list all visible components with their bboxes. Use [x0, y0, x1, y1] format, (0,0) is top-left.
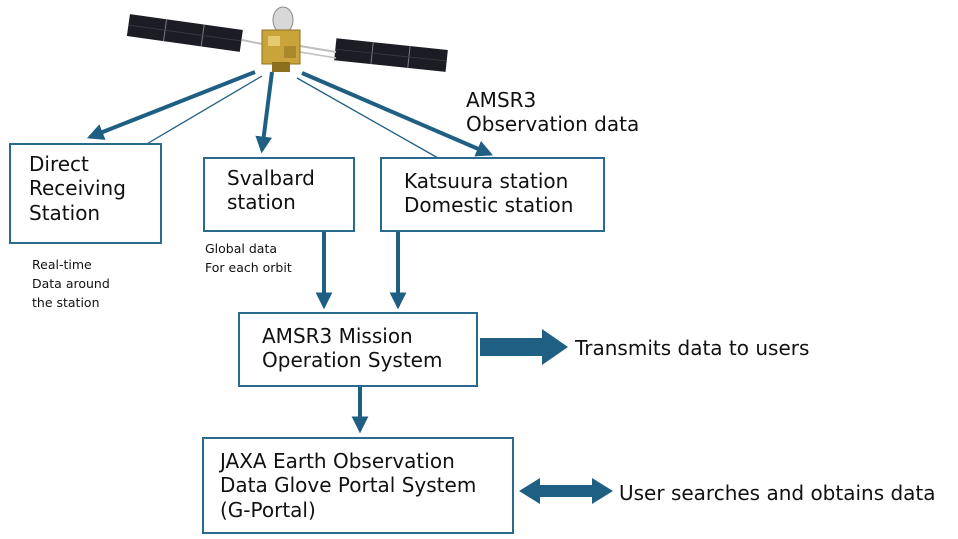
- katsuura-station-box: Katsuura station Domestic station: [380, 157, 605, 232]
- downlink-beam-direct: [144, 75, 263, 146]
- satellite-icon: [126, 6, 448, 72]
- direct-receiving-station-label: Direct Receiving Station: [29, 152, 126, 225]
- svalbard-station-note: Global data For each orbit: [205, 241, 292, 275]
- g-portal-label: JAXA Earth Observation Data Glove Portal…: [220, 449, 477, 522]
- downlink-arrow-direct: [86, 70, 256, 140]
- direct-receiving-station-box: Direct Receiving Station: [9, 143, 162, 244]
- user-search-label: User searches and obtains data: [619, 481, 936, 505]
- katsuura-station-label: Katsuura station Domestic station: [404, 169, 574, 218]
- svalbard-station-label: Svalbard station: [227, 166, 315, 215]
- downlink-beam-katsuura: [296, 77, 439, 159]
- downlink-arrow-svalbard: [255, 71, 274, 154]
- mission-operation-system-label: AMSR3 Mission Operation System: [262, 324, 443, 373]
- downlink-arrows: [86, 70, 494, 159]
- downlink-label: AMSR3 Observation data: [466, 88, 640, 137]
- downlink-arrow-katsuura: [301, 71, 494, 157]
- mission-operation-system-box: AMSR3 Mission Operation System: [238, 312, 478, 387]
- transmit-label: Transmits data to users: [575, 336, 810, 360]
- svalbard-station-box: Svalbard station: [203, 157, 355, 232]
- direct-station-note: Real-time Data around the station: [32, 257, 110, 310]
- user-search-double-arrow: [519, 478, 613, 504]
- transmit-arrow: [480, 329, 568, 365]
- g-portal-box: JAXA Earth Observation Data Glove Portal…: [202, 437, 514, 534]
